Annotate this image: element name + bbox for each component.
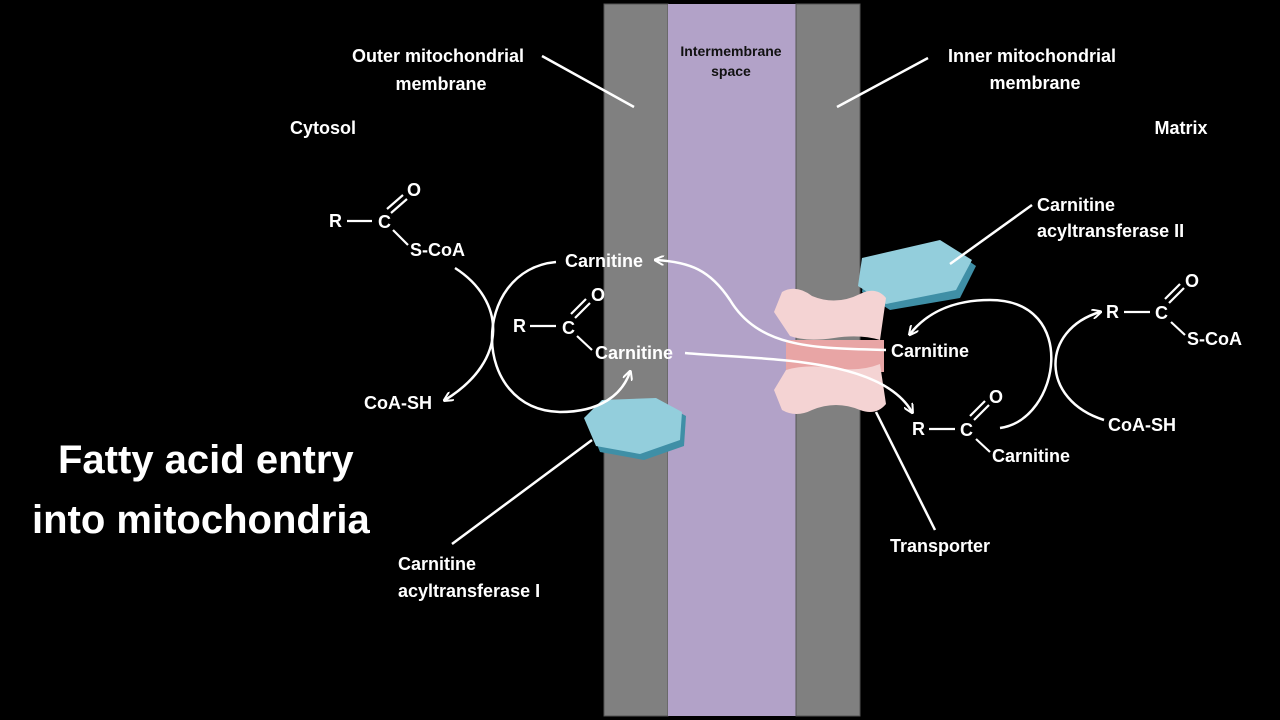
inner-membrane-pointer <box>836 56 929 109</box>
arrow-carnitine-to-cytosol <box>656 260 887 352</box>
cat2-label-2: acyltransferase II <box>1037 221 1184 241</box>
matrix-acyl-coa: R C O S-CoA <box>1106 271 1242 349</box>
svg-text:O: O <box>591 285 605 305</box>
outer-membrane-label-1: Outer mitochondrial <box>352 46 524 66</box>
arrow-matrix-carnitine-loop <box>910 298 1053 430</box>
outer-membrane-pointer <box>541 54 635 109</box>
inner-membrane-label-1: Inner mitochondrial <box>948 46 1116 66</box>
title-line-2: into mitochondria <box>32 498 371 542</box>
svg-text:C: C <box>378 212 391 232</box>
svg-text:R: R <box>1106 302 1119 322</box>
svg-text:O: O <box>989 387 1003 407</box>
cat1-pointer <box>451 438 593 546</box>
svg-text:Carnitine: Carnitine <box>992 446 1070 466</box>
transporter-pointer <box>874 411 937 531</box>
svg-text:Carnitine: Carnitine <box>595 343 673 363</box>
cytosol-carnitine: Carnitine <box>565 251 643 271</box>
matrix-label: Matrix <box>1154 118 1207 138</box>
transporter-bottom <box>774 364 886 414</box>
svg-text:S-CoA: S-CoA <box>1187 329 1242 349</box>
matrix-acyl-carnitine: R C O Carnitine <box>912 387 1070 466</box>
cat2-enzyme <box>858 240 972 304</box>
cat1-label-2: acyltransferase I <box>398 581 540 601</box>
transporter-top <box>774 288 886 340</box>
matrix-coash: CoA-SH <box>1108 415 1176 435</box>
svg-text:C: C <box>960 420 973 440</box>
svg-text:R: R <box>513 316 526 336</box>
cytosol-acyl-carnitine: R C O Carnitine <box>513 285 673 363</box>
transporter-label: Transporter <box>890 536 990 556</box>
intermembrane-label-2: space <box>711 63 751 79</box>
arrow-acylcarnitine-into-matrix <box>684 351 912 412</box>
svg-text:C: C <box>1155 303 1168 323</box>
outer-membrane <box>603 3 669 717</box>
cytosol-coash: CoA-SH <box>364 393 432 413</box>
svg-text:S-CoA: S-CoA <box>410 240 465 260</box>
matrix-carnitine: Carnitine <box>891 341 969 361</box>
cytosol-label: Cytosol <box>290 118 356 138</box>
cat1-enzyme <box>584 398 682 454</box>
cat2-pointer <box>949 203 1033 266</box>
cytosol-acyl-coa: R C O S-CoA <box>329 180 465 260</box>
inner-membrane-label-2: membrane <box>989 73 1080 93</box>
svg-text:R: R <box>329 211 342 231</box>
svg-text:O: O <box>1185 271 1199 291</box>
arrow-acylcoa-to-coash <box>445 266 495 400</box>
arrow-coash-to-acylcoa <box>1054 312 1105 422</box>
svg-text:C: C <box>562 318 575 338</box>
svg-text:O: O <box>407 180 421 200</box>
cat1-label-1: Carnitine <box>398 554 476 574</box>
title-line-1: Fatty acid entry <box>58 438 354 482</box>
svg-text:R: R <box>912 419 925 439</box>
intermembrane-label-1: Intermembrane <box>680 43 781 59</box>
cat2-label-1: Carnitine <box>1037 195 1115 215</box>
arrow-carnitine-loop <box>490 260 630 414</box>
outer-membrane-label-2: membrane <box>395 74 486 94</box>
